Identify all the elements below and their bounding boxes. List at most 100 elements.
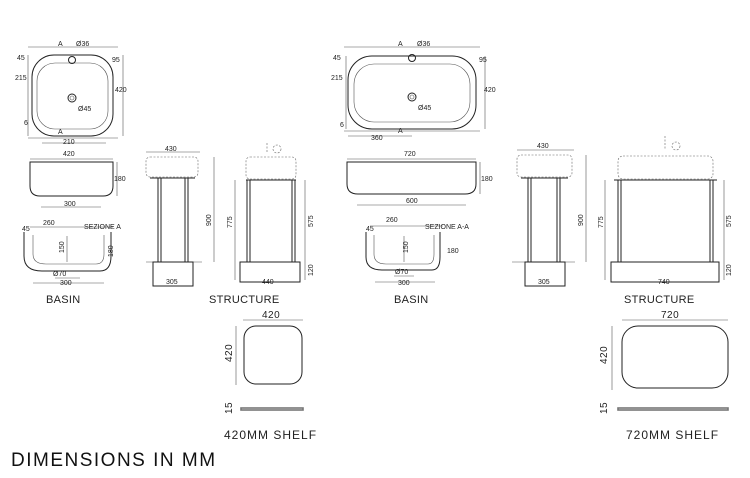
right-basin-section: 260 SEZIONE A-A 45 150 180 Ø70 300 (365, 217, 469, 287)
dim-front-180: 180 (114, 176, 126, 183)
dim-section-300-720: 300 (398, 280, 410, 287)
dim-front-600: 600 (406, 198, 418, 205)
shelf-depth-720: 420 (599, 346, 610, 364)
dim-45: 45 (17, 55, 25, 62)
structure-caption-right: STRUCTURE (624, 294, 695, 306)
dim-section-d70: Ø70 (53, 271, 66, 278)
dim-section-300: 300 (60, 280, 72, 287)
shelf-depth-420: 420 (224, 344, 235, 362)
dim-front-180-720: 180 (481, 176, 493, 183)
right-structure-front-view: 775 575 120 740 (598, 136, 733, 286)
shelf-outline-420 (243, 325, 303, 385)
tap-phantom-720 (671, 141, 681, 151)
shelf-caption-720: 720MM SHELF (626, 428, 719, 442)
dim-front-420: 420 (63, 151, 75, 158)
dim-side-305-720: 305 (538, 279, 550, 286)
drain-inner (69, 95, 75, 101)
left-structure-front-view: 775 575 120 440 (227, 143, 315, 286)
basin-front-outline (29, 161, 114, 197)
shelf-thickness-720 (617, 407, 729, 411)
basin-caption-right: BASIN (394, 294, 429, 306)
shelf-width-420: 420 (262, 310, 280, 321)
right-shelf: 720 420 15 720MM SHELF (599, 310, 729, 442)
drain (67, 93, 77, 103)
dim-6: 6 (24, 120, 28, 127)
dim-front-575-720: 575 (726, 215, 733, 227)
section-label-720: SEZIONE A-A (425, 224, 469, 231)
left-basin-top-view: A Ø36 Ø45 45 215 6 A 210 95 420 (15, 41, 127, 146)
basin-phantom-front (245, 156, 297, 180)
shelf-outline-720 (621, 325, 729, 389)
shelf-caption-420: 420MM SHELF (224, 428, 317, 442)
dim-side-430: 430 (165, 146, 177, 153)
shelf-thick-15-left: 15 (224, 402, 235, 414)
dim-side-430-720: 430 (537, 143, 549, 150)
dim-section-150-720: 150 (403, 241, 410, 253)
shelf-thick-15-right: 15 (599, 402, 610, 414)
left-shelf: 420 420 15 420MM SHELF (224, 310, 317, 442)
front-base-720 (610, 261, 720, 283)
dim-front-720: 720 (404, 151, 416, 158)
basin-phantom (145, 156, 199, 178)
section-mark-a-bottom: A (58, 129, 63, 136)
tap-phantom (272, 144, 282, 154)
section-inner-720 (373, 235, 435, 265)
dim-front-740: 740 (658, 279, 670, 286)
section-mark-a-bottom-720: A (398, 128, 403, 135)
left-basin-front-view: 420 180 300 (29, 151, 126, 208)
dim-6-720: 6 (340, 122, 344, 129)
dim-210: 210 (63, 139, 75, 146)
dim-front-775-720: 775 (598, 216, 605, 228)
shelf-thickness-420 (240, 407, 304, 411)
page-title: DIMENSIONS IN MM (11, 450, 217, 471)
dim-section-150: 150 (59, 241, 66, 253)
dim-section-45: 45 (22, 226, 30, 233)
section-label: SEZIONE A (84, 224, 121, 231)
basin-outline-720 (347, 55, 477, 130)
dim-front-120: 120 (308, 264, 315, 276)
side-base-720 (524, 261, 566, 287)
drain-diameter-label-720: Ø45 (418, 105, 431, 112)
drain-inner-720 (409, 94, 415, 100)
dim-360: 360 (371, 135, 383, 142)
drain-720 (407, 92, 417, 102)
dim-95-720: 95 (479, 57, 487, 64)
dim-front-300: 300 (64, 201, 76, 208)
dim-section-d70-720: Ø70 (395, 269, 408, 276)
dim-420-depth-720: 420 (484, 87, 496, 94)
dim-45-720: 45 (333, 55, 341, 62)
tap-hole-720 (408, 54, 416, 62)
left-basin-section: 260 SEZIONE A 45 150 180 Ø70 300 (22, 220, 121, 287)
dim-section-45-720: 45 (366, 226, 374, 233)
left-structure-side-view: 430 900 305 (145, 146, 215, 287)
drain-diameter-label: Ø45 (78, 106, 91, 113)
dim-side-900-720: 900 (578, 214, 585, 226)
basin-inner-rim-720 (353, 63, 471, 123)
dim-front-775: 775 (227, 216, 234, 228)
dim-side-305: 305 (166, 279, 178, 286)
section-mark-a-top: A (58, 41, 63, 48)
front-base (239, 261, 301, 283)
shelf-width-720: 720 (661, 310, 679, 321)
dim-section-180-720: 180 (447, 248, 459, 255)
basin-outline (31, 54, 114, 137)
dim-420-depth: 420 (115, 87, 127, 94)
dim-front-440: 440 (262, 279, 274, 286)
structure-caption-left: STRUCTURE (209, 294, 280, 306)
side-base (152, 261, 194, 287)
basin-phantom-front-720 (617, 155, 714, 180)
dim-front-575: 575 (308, 215, 315, 227)
right-basin-front-view: 720 180 600 (346, 151, 493, 206)
dim-front-120-720: 120 (726, 264, 733, 276)
section-outline (23, 232, 112, 272)
tap-hole (68, 56, 76, 64)
section-inner (32, 235, 105, 265)
right-structure-side-view: 430 900 305 (512, 143, 587, 287)
dim-215-720: 215 (331, 75, 343, 82)
dim-215: 215 (15, 75, 27, 82)
right-basin-top-view: A Ø36 Ø45 45 215 6 A 360 95 420 (331, 41, 496, 142)
tap-diameter-label-720: Ø36 (417, 41, 430, 48)
basin-phantom-720 (516, 154, 573, 178)
dim-section-260-720: 260 (386, 217, 398, 224)
